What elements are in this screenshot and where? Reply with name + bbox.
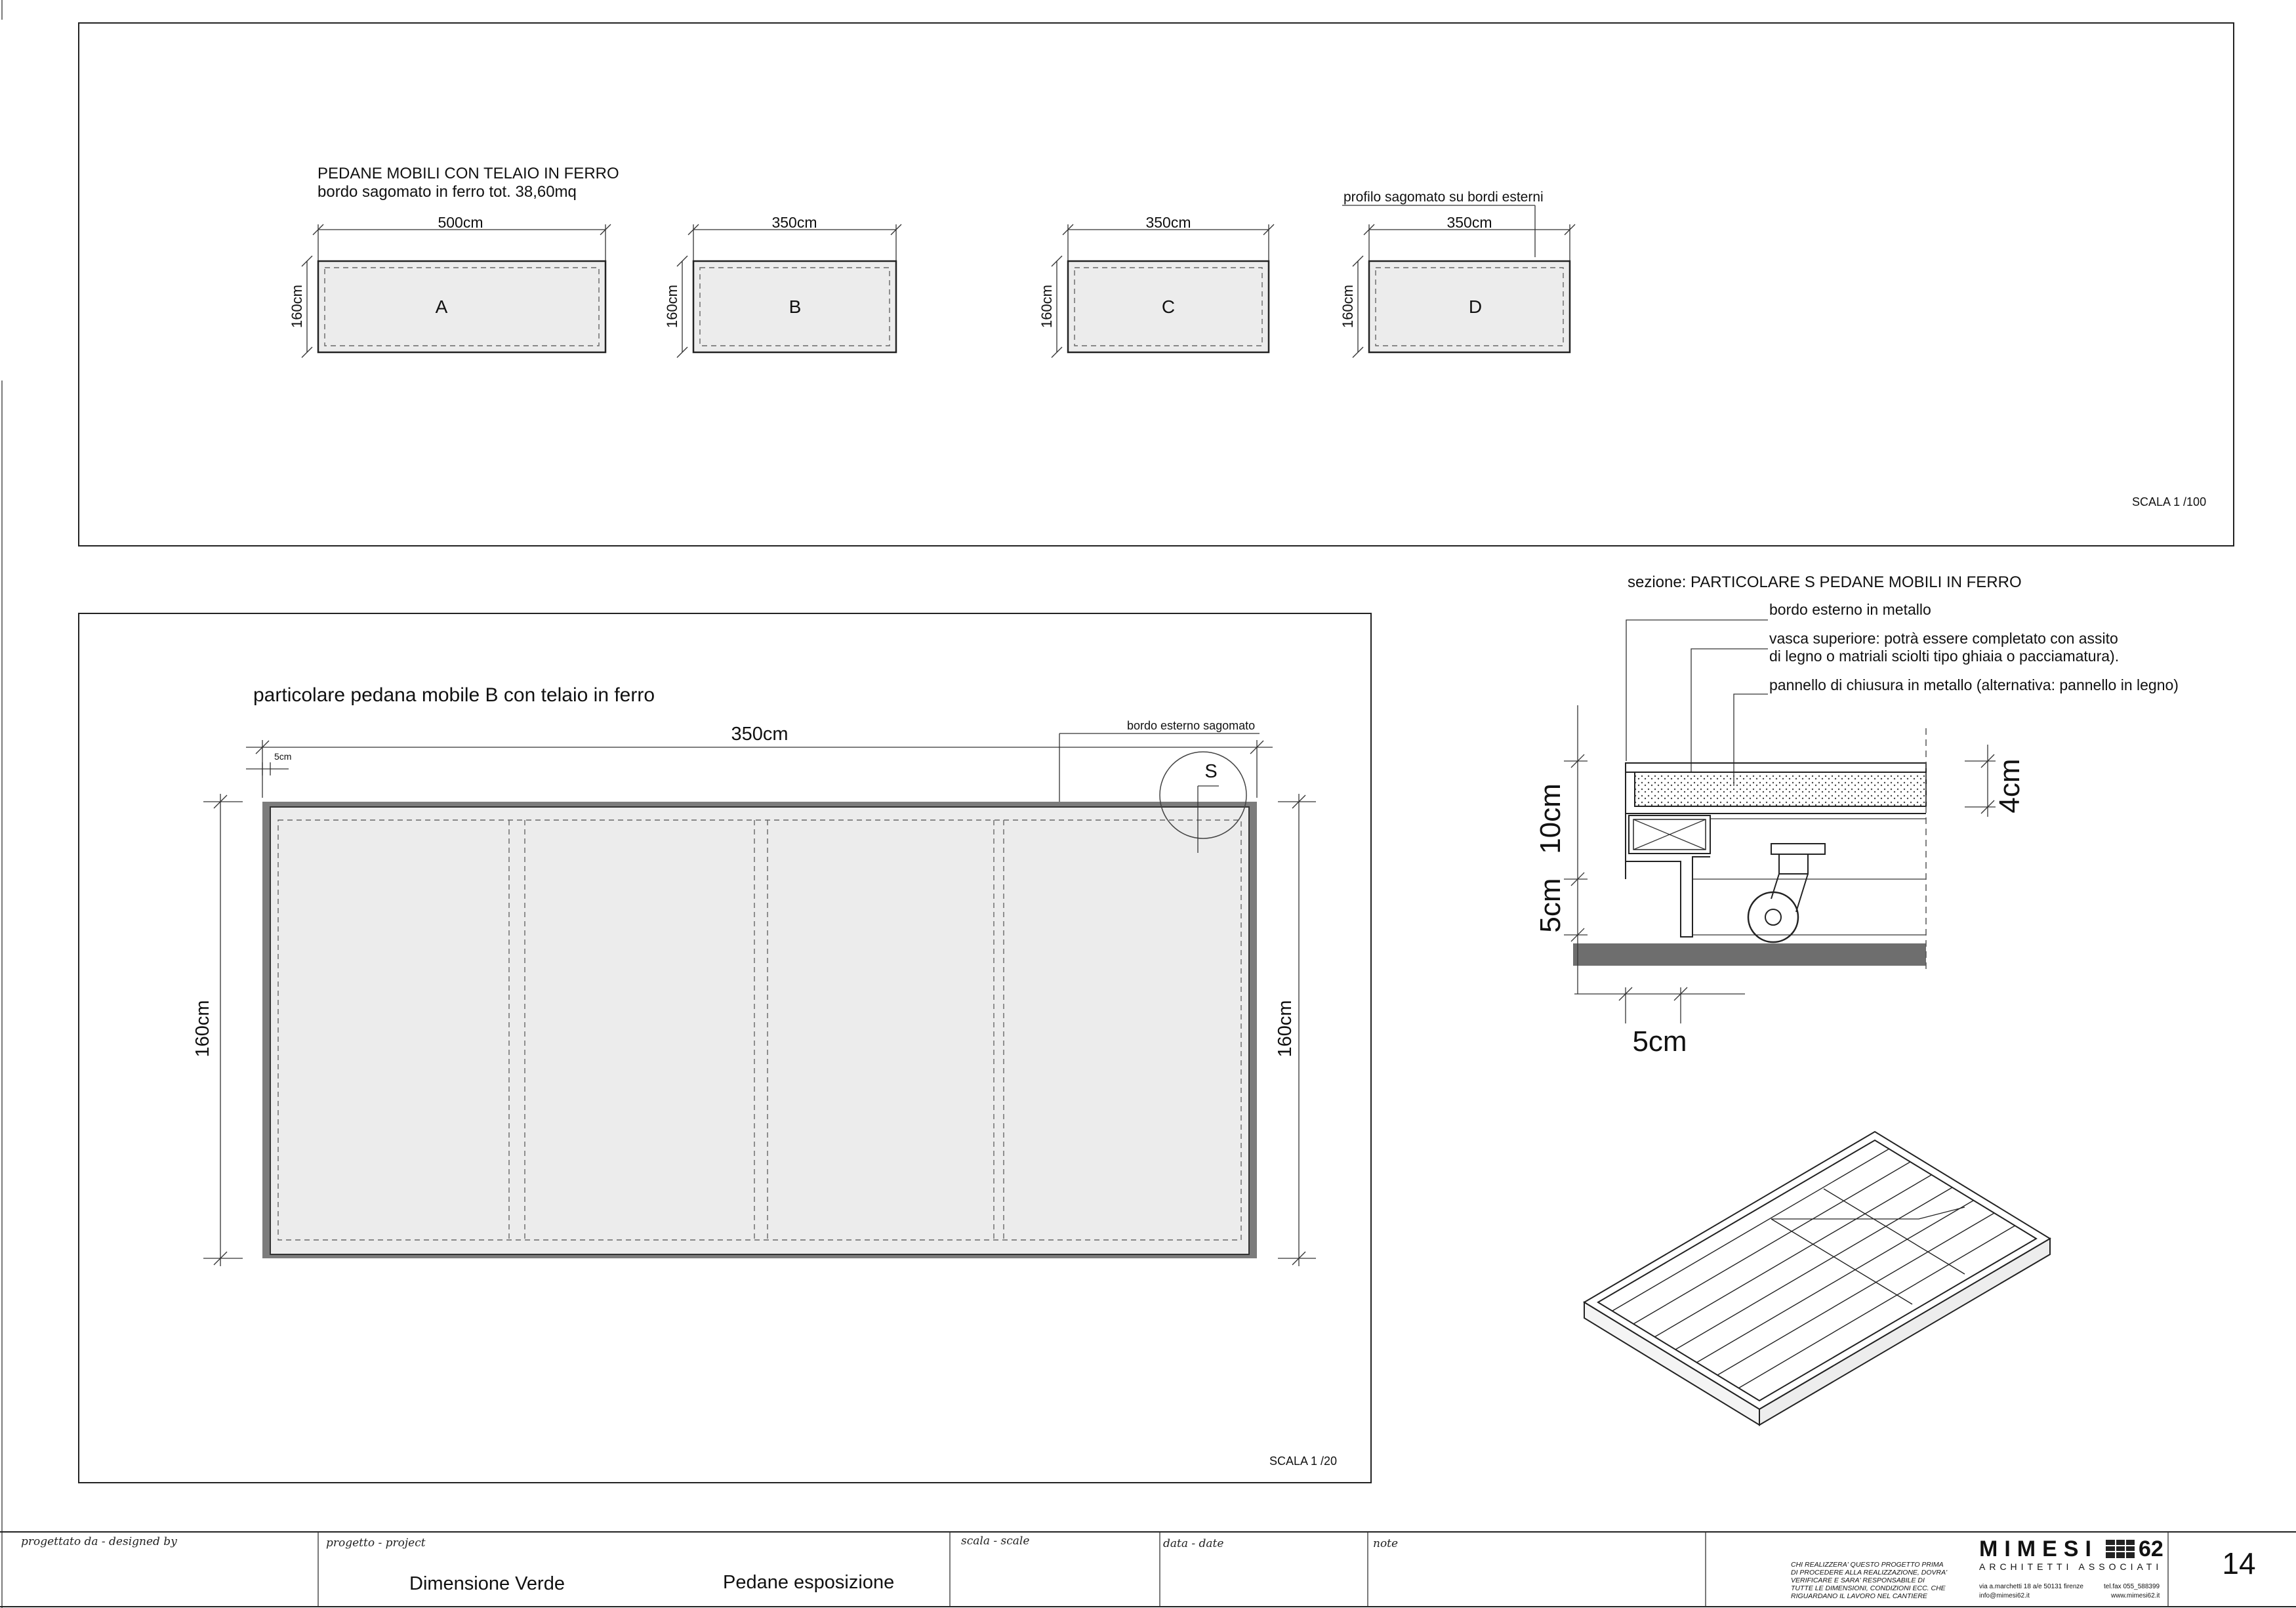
platform-a-width: 500cm (438, 214, 483, 231)
section-dim-10cm: 10cm (1534, 783, 1567, 854)
detail-height-right: 160cm (1275, 1000, 1296, 1057)
plan-subtitle: bordo sagomato in ferro tot. 38,60mq (318, 183, 577, 201)
disclaimer-line: TUTTE LE DIMENSIONI, CONDIZIONI ECC. CHE (1791, 1584, 1946, 1592)
platform-d-height: 160cm (1340, 285, 1356, 328)
detail-frame (78, 613, 1372, 1483)
platform-c-height: 160cm (1038, 285, 1055, 328)
section-note-1: bordo esterno in metallo (1769, 601, 1931, 618)
detail-scale: SCALA 1 /20 (1269, 1454, 1337, 1468)
platform-c-width: 350cm (1145, 214, 1191, 231)
project-subject: Pedane esposizione (723, 1572, 894, 1593)
section-note-3: pannello di chiusura in metallo (alterna… (1769, 676, 2179, 693)
platform-b-width: 350cm (771, 214, 817, 231)
project-label: progetto - project (326, 1536, 426, 1550)
plan-frame (78, 22, 2234, 546)
detail-height-left: 160cm (192, 1000, 213, 1057)
logo-address: via a.marchetti 18 a/e 50131 firenze (1979, 1583, 2083, 1590)
detail-width-dim: 350cm (731, 724, 788, 745)
platform-b: 350cm 160cm B (664, 214, 902, 358)
isometric-platform (1583, 1130, 2051, 1426)
designed-by-label: progettato da - designed by (21, 1535, 177, 1548)
section-dim-5cm-h: 5cm (1632, 1025, 1687, 1058)
disclaimer-line: RIGUARDANO IL LAVORO NEL CANTIERE (1791, 1592, 1928, 1600)
platform-a-height: 160cm (289, 285, 305, 328)
scale-label: scala - scale (961, 1535, 1029, 1548)
note-label: note (1373, 1537, 1398, 1550)
sheet-number: 14 (2222, 1546, 2255, 1580)
platform-a-letter: A (436, 297, 448, 317)
detail-edge-note: bordo esterno sagomato (1127, 719, 1255, 732)
disclaimer: CHI REALIZZERA' QUESTO PROGETTO PRIMA DI… (1791, 1561, 1948, 1600)
platform-d: 350cm 160cm D (1340, 214, 1576, 358)
section-title: sezione: PARTICOLARE S PEDANE MOBILI IN … (1628, 573, 2022, 591)
detail-small-dim: 5cm (274, 751, 291, 762)
section-drawing (1573, 728, 1927, 971)
logo-number: 62 (2139, 1536, 2163, 1561)
profile-note: profilo sagomato su bordi esterni (1343, 190, 1544, 205)
section-marker-circle (1159, 751, 1247, 839)
title-block (0, 1531, 2296, 1607)
platform-c-letter: C (1162, 297, 1175, 317)
detail-title: particolare pedana mobile B con telaio i… (253, 684, 655, 706)
section-note-2b: di legno o matriali sciolti tipo ghiaia … (1769, 648, 2119, 665)
plan-scale: SCALA 1 /100 (2132, 495, 2206, 508)
date-label: data - date (1163, 1537, 1223, 1550)
logo-web: www.mimesi62.it (2110, 1592, 2160, 1599)
logo-phone: tel.fax 055_588399 (2104, 1583, 2160, 1590)
disclaimer-line: VERIFICARE E SARA' RESPONSABILE DI (1791, 1577, 1925, 1584)
disclaimer-line: CHI REALIZZERA' QUESTO PROGETTO PRIMA (1791, 1561, 1944, 1569)
plan-title: PEDANE MOBILI CON TELAIO IN FERRO (318, 165, 619, 182)
logo-name: MIMESI (1979, 1536, 2098, 1561)
project-name: Dimensione Verde (409, 1573, 565, 1594)
platform-d-width: 350cm (1446, 214, 1492, 231)
logo-email: info@mimesi62.it (1979, 1592, 2030, 1599)
platform-a: 500cm 160cm A (289, 214, 611, 358)
mimesi-logo: MIMESI 62 ARCHITETTI ASSOCIATI via a.mar… (1979, 1536, 2163, 1599)
section-marker-label: S (1204, 761, 1217, 782)
platform-b-height: 160cm (664, 285, 680, 328)
disclaimer-line: DI PROCEDERE ALLA REALIZZAZIONE, DOVRA' (1791, 1569, 1948, 1577)
logo-subtitle: ARCHITETTI ASSOCIATI (1979, 1561, 2162, 1572)
platform-c: 350cm 160cm C (1038, 214, 1275, 358)
section-dim-5cm-v: 5cm (1534, 878, 1567, 932)
section-note-2a: vasca superiore: potrà essere completato… (1769, 630, 2118, 647)
section-dim-4cm: 4cm (1994, 758, 2026, 813)
platform-d-letter: D (1469, 297, 1482, 317)
platform-b-letter: B (789, 297, 802, 317)
